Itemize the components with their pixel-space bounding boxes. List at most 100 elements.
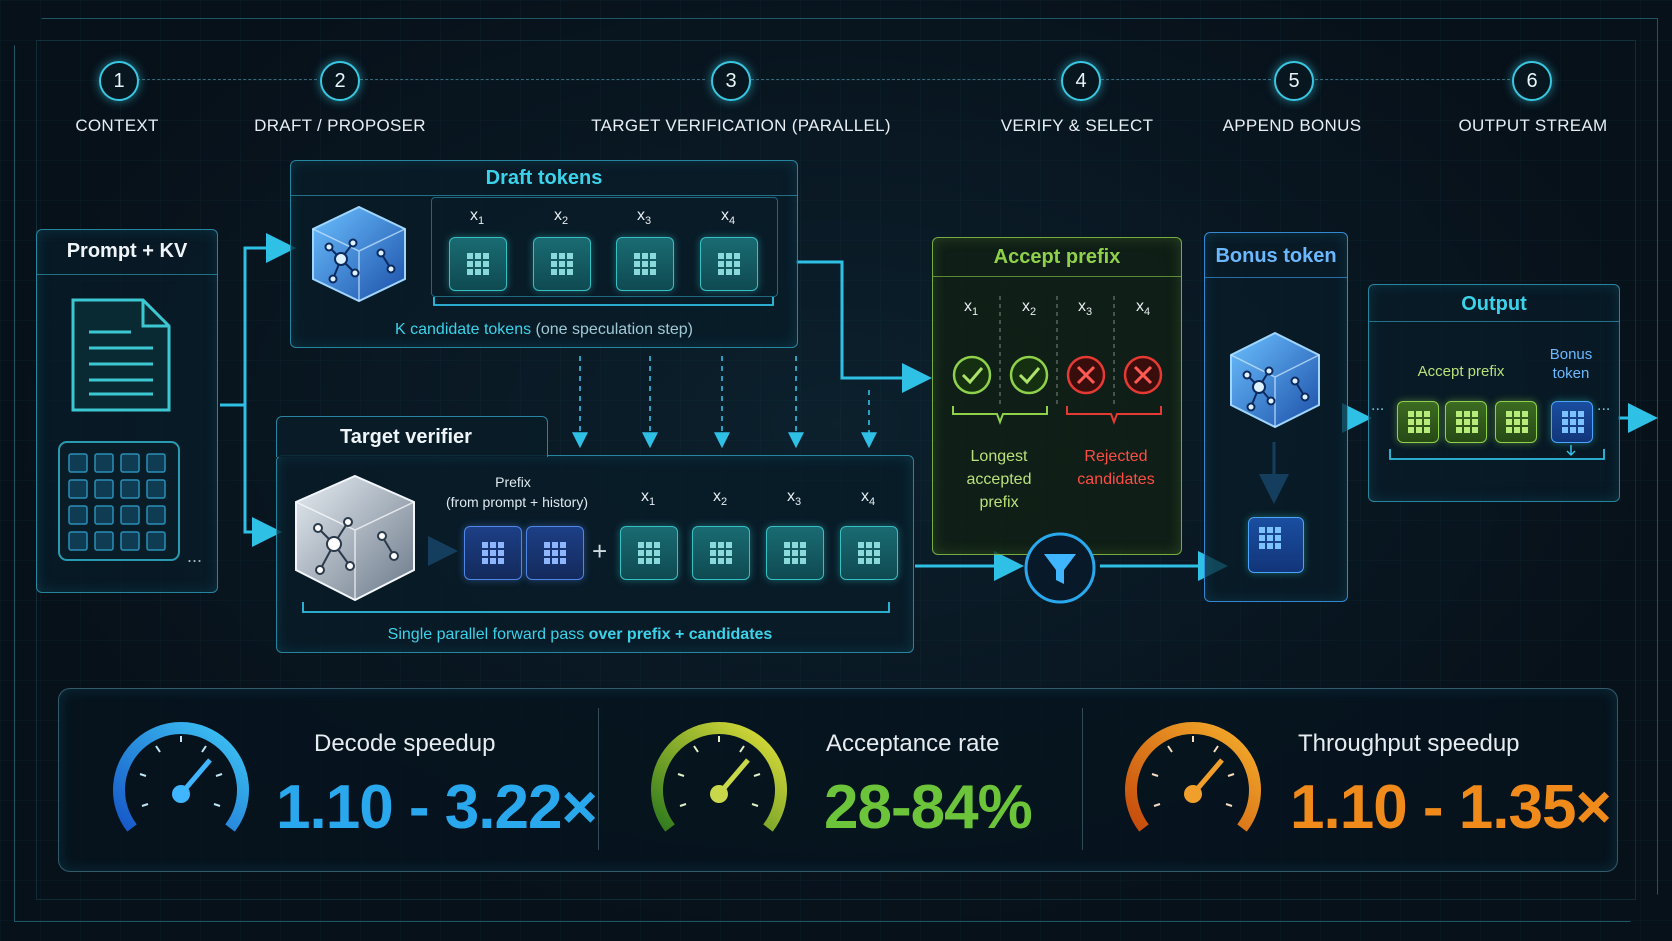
step-3-circle: 3 — [711, 61, 751, 101]
accept-token-label-2: x2 — [1021, 298, 1037, 319]
rejected-caption-line-1: Rejected — [1084, 448, 1148, 465]
draft-caption: K candidate tokens (one speculation step… — [395, 321, 693, 338]
bonus-cube-icon — [1230, 331, 1320, 429]
step-connector — [360, 79, 705, 80]
decode-speedup-value: 1.10 - 3.22× — [276, 773, 598, 842]
accept-token-label-4: x4 — [1135, 298, 1151, 319]
step-6-circle: 6 — [1512, 61, 1552, 101]
step-3-label: TARGET VERIFICATION (PARALLEL) — [591, 116, 891, 135]
target-title-tab — [276, 416, 548, 457]
bonus-divider — [1205, 277, 1347, 278]
output-accepted-token-1 — [1397, 401, 1439, 443]
step-connector — [746, 79, 1056, 80]
output-panel: Output Accept prefix Bonus token ... ... — [1368, 284, 1620, 502]
prefix-note: (from prompt + history) — [446, 494, 588, 510]
output-accept-label: Accept prefix — [1417, 363, 1505, 380]
accept-token-label-1: x1 — [963, 298, 979, 319]
draft-token-label-3: x3 — [636, 207, 652, 228]
target-token-label-4: x4 — [860, 488, 876, 509]
step-connector — [137, 79, 317, 80]
acceptance-gauge-icon — [651, 722, 787, 832]
x-icon — [1123, 355, 1163, 395]
decode-gauge-icon — [113, 722, 249, 832]
draft-token-2 — [533, 237, 591, 291]
accept-title: Accept prefix — [993, 246, 1121, 268]
step-5-label: APPEND BONUS — [1222, 116, 1362, 135]
rejected-caption-line-2: candidates — [1077, 471, 1155, 488]
output-dots-left: ... — [1371, 397, 1385, 414]
target-caption: Single parallel forward pass over prefix… — [387, 626, 773, 643]
output-title: Output — [1461, 293, 1527, 315]
prefix-token-2 — [526, 526, 584, 580]
x-icon — [1066, 355, 1106, 395]
target-token-3 — [766, 526, 824, 580]
context-ellipsis: ... — [187, 546, 203, 566]
metrics-divider — [1082, 708, 1083, 850]
metrics-divider — [598, 708, 599, 850]
draft-brace — [433, 297, 774, 306]
step-2-label: DRAFT / PROPOSER — [254, 116, 426, 135]
draft-token-3 — [616, 237, 674, 291]
target-model-cube-icon — [295, 474, 415, 602]
step-2-circle: 2 — [320, 61, 360, 101]
draft-token-label-1: x1 — [469, 207, 485, 228]
draft-token-label-2: x2 — [553, 207, 569, 228]
target-token-label-3: x3 — [786, 488, 802, 509]
step-1-circle: 1 — [99, 61, 139, 101]
target-token-label-1: x1 — [640, 488, 656, 509]
bonus-token — [1248, 517, 1304, 573]
bonus-panel: Bonus token — [1204, 232, 1348, 602]
acceptance-rate-value: 28-84% — [824, 773, 1033, 842]
target-token-4 — [840, 526, 898, 580]
accept-token-label-3: x3 — [1077, 298, 1093, 319]
target-brace — [302, 602, 890, 613]
step-6-label: OUTPUT STREAM — [1458, 116, 1608, 135]
filter-icon — [1024, 532, 1096, 604]
metrics-panel — [58, 688, 1618, 872]
output-accepted-token-2 — [1445, 401, 1487, 443]
kv-cache-grid-icon — [58, 441, 180, 561]
output-accepted-token-3 — [1495, 401, 1537, 443]
document-icon — [71, 298, 171, 412]
step-4-label: VERIFY & SELECT — [1000, 116, 1154, 135]
throughput-speedup-value: 1.10 - 1.35× — [1290, 773, 1612, 842]
acceptance-rate-label: Acceptance rate — [826, 730, 1000, 757]
throughput-speedup-label: Throughput speedup — [1298, 730, 1520, 757]
accept-panel: Accept prefix x1 x2 x3 x4 Longest accept… — [932, 237, 1182, 555]
accepted-caption-line-2: accepted — [966, 471, 1032, 488]
step-4-circle: 4 — [1061, 61, 1101, 101]
target-title: Target verifier — [340, 426, 472, 448]
draft-token-1 — [449, 237, 507, 291]
step-1-label: CONTEXT — [75, 116, 159, 135]
check-icon — [1009, 355, 1049, 395]
draft-token-4 — [700, 237, 758, 291]
step-5-circle: 5 — [1274, 61, 1314, 101]
draft-token-label-4: x4 — [720, 207, 736, 228]
draft-title: Draft tokens — [485, 167, 603, 189]
accept-divider — [933, 276, 1181, 277]
draft-tokens-box — [431, 197, 778, 297]
output-divider — [1369, 321, 1619, 322]
draft-panel: Draft tokens x1 x2 x3 x4 K candidate tok… — [290, 160, 798, 348]
decode-speedup-label: Decode speedup — [314, 730, 496, 757]
accepted-caption-line-1: Longest — [970, 448, 1028, 465]
output-bonus-token — [1551, 401, 1593, 443]
output-brace — [1389, 445, 1605, 460]
target-token-2 — [692, 526, 750, 580]
output-bonus-label-2: token — [1552, 365, 1590, 382]
context-panel: Prompt + KV ... — [36, 229, 218, 593]
output-bonus-label-1: Bonus — [1549, 346, 1593, 363]
target-token-1 — [620, 526, 678, 580]
target-token-label-2: x2 — [712, 488, 728, 509]
prefix-token-1 — [464, 526, 522, 580]
context-title: Prompt + KV — [66, 240, 188, 262]
step-connector — [1310, 79, 1510, 80]
context-divider — [37, 274, 217, 275]
accept-check-marks — [952, 296, 1163, 425]
draft-model-cube-icon — [312, 205, 406, 303]
bonus-title: Bonus token — [1215, 245, 1337, 267]
step-connector — [1096, 79, 1271, 80]
outer-frame — [14, 18, 1658, 922]
accepted-caption-line-3: prefix — [979, 494, 1019, 511]
